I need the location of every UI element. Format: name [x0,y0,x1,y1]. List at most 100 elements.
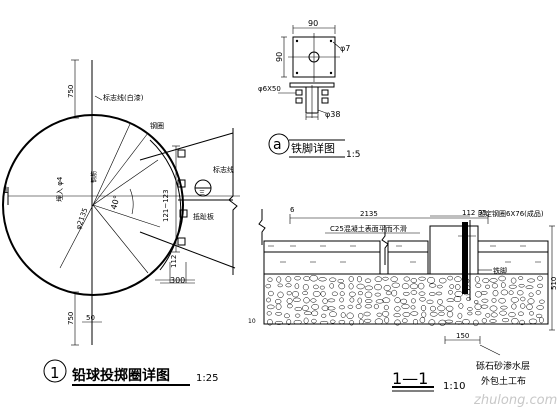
gravel-stone [419,317,426,324]
gravel-stone [410,305,416,310]
gravel-stone [448,290,453,295]
sec-concrete-label: C25混凝土表面平而不滑 [330,224,407,233]
dim-121-123: 121~123 [162,189,170,222]
gravel-stone [526,303,533,311]
gravel-stone [539,316,544,324]
sec-dim-150: 150 [456,332,469,340]
gravel-stone [382,311,390,317]
gravel-stone [374,283,382,291]
gravel-stone [400,298,408,305]
dim-112-left: 112 [170,255,178,268]
gravel-stone [489,319,497,323]
gravel-stone [376,312,383,317]
gravel-stone [517,311,524,316]
dim-750-bottom: 750 [67,312,75,325]
gravel-stone [500,289,509,296]
gravel-stone [444,319,454,324]
gravel-stone [329,283,335,289]
gravel-stone [420,305,427,311]
gravel-stone [394,319,401,326]
gravel-stone [410,311,419,316]
gravel-stone [525,285,534,289]
gravel-stone [374,318,384,325]
gravel-stone [474,276,480,283]
gravel-stone [349,320,355,326]
gravel-stone [462,288,471,296]
gravel-stone [453,295,462,303]
gravel-stone [418,282,425,290]
gravel-stone [520,303,526,309]
gravel-stone [492,289,499,297]
gravel-stone [275,312,283,316]
gravel-stone [402,291,410,296]
gravel-stone [467,307,473,311]
gravel-stone [374,276,383,282]
gravel-stone [294,283,300,290]
gravel-stone [286,303,293,309]
gravel-stone [511,303,517,310]
gravel-stone [394,297,401,304]
gravel-stone [338,305,345,310]
gravel-stone [309,274,318,282]
gravel-stone [535,290,541,295]
gravel-stone [458,303,464,309]
dim-300: 300 [170,276,185,285]
gravel-stone [326,306,336,311]
gravel-stone [454,290,463,298]
gravel-stone [391,282,400,288]
gravel-stone [480,291,488,295]
gravel-stone [412,318,419,325]
gravel-stone [384,317,390,324]
gravel-stone [427,277,436,284]
gravel-stone [516,290,524,296]
gravel-stone [277,283,283,288]
gravel-stone [382,297,391,303]
gravel-stone [481,318,487,324]
gravel-stone [480,304,489,309]
gravel-stone [446,311,454,318]
gravel-stone [265,283,272,289]
gravel-stone [303,297,310,304]
gravel-stone [391,289,398,297]
sec-dim-6: 6 [290,206,295,214]
gravel-stone [339,291,345,297]
gravel-stone [474,303,482,310]
gravel-stone [358,312,364,319]
gravel-stone [528,318,538,324]
throwing-circle-plan: 1 40° 三 121~123 [2,59,240,346]
gravel-stone [374,292,381,297]
gravel-stone [445,305,454,312]
foot-bar-label: φ6X50 [258,85,281,93]
sec-dim-112: 112 [462,209,475,217]
sec-gravel-label: 砾石砂渗水层 [476,360,530,372]
gravel-stone [403,276,410,282]
iron-foot-detail: 90 90 φ7 φ6X50 φ38 a 铁脚详图 1:5 [258,19,360,160]
gravel-stone [375,299,385,304]
gravel-stone [435,291,443,296]
gravel-stone [383,285,391,291]
gravel-stone [347,304,354,309]
gravel-stone [385,290,392,296]
label-marker-line: 标志线(白漆) [103,93,144,102]
gravel-stone [286,298,293,304]
gravel-stone [339,297,344,303]
gravel-stone [482,278,490,284]
gravel-stone [356,283,365,290]
sec-wrap-label: 外包土工布 [481,375,526,387]
gravel-stone [364,285,373,291]
gravel-stone [285,283,292,288]
gravel-pattern [265,274,545,327]
gravel-stone [454,276,462,283]
gravel-stone [267,318,273,326]
gravel-stone [428,283,437,288]
gravel-stone [447,275,454,281]
gravel-stone [527,298,535,305]
gravel-stone [508,312,516,318]
title-block-circle: 1 铅球投掷圈详图 1:25 [43,359,218,386]
gravel-stone [401,303,410,309]
sec-dim-2135: 2135 [360,210,378,218]
gravel-stone [277,291,284,298]
gravel-stone [310,298,317,303]
gravel-stone [475,291,482,298]
